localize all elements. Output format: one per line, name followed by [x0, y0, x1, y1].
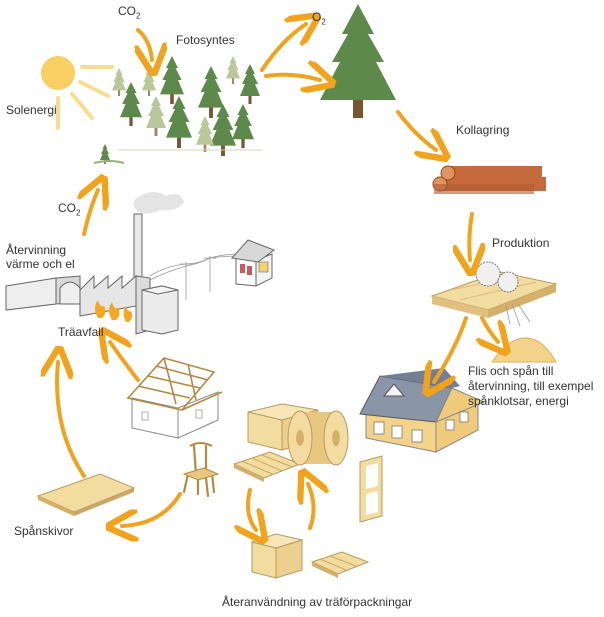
traavfall-label: Träavfall — [58, 325, 104, 339]
cable-spool-icon — [287, 410, 349, 466]
crate-icon — [250, 533, 304, 579]
sawmill-icon — [430, 261, 558, 327]
produktion-label: Produktion — [492, 236, 550, 250]
house-icon — [359, 368, 486, 453]
cycle-arrows — [57, 24, 498, 530]
particle-board-icon — [36, 473, 136, 516]
small-house-icon — [231, 239, 276, 287]
co2-label-left: CO2 — [58, 201, 81, 218]
sawdust-icon — [491, 337, 557, 363]
sun-icon — [41, 56, 114, 130]
pallet-icon — [232, 451, 302, 482]
atervinning-label: Återvinning värme och el — [6, 243, 75, 271]
chair-icon — [182, 442, 220, 498]
flis-label: Flis och spån till återvinning, till exe… — [468, 364, 594, 408]
power-line-icon — [149, 253, 241, 300]
fire-icon — [95, 300, 133, 322]
roof-truss-icon — [126, 357, 223, 439]
co2-label-top: CO2 — [118, 4, 141, 21]
solenergi-label: Solenergi — [6, 103, 57, 117]
big-tree-icon — [320, 4, 396, 118]
ateranvandning-label: Återanvändning av träförpackningar — [222, 595, 413, 609]
window-frame-icon — [359, 455, 383, 523]
kollagring-label: Kollagring — [456, 123, 510, 137]
factory-icon — [5, 192, 184, 335]
spanskivor-label: Spånskivor — [14, 524, 74, 538]
fotosyntes-label: Fotosyntes — [176, 33, 235, 47]
logs-icon — [432, 165, 546, 194]
pallet-icon — [310, 551, 370, 578]
o2-label: O2 — [312, 10, 326, 27]
sapling-icon — [93, 144, 125, 164]
forest-icon — [112, 56, 262, 156]
